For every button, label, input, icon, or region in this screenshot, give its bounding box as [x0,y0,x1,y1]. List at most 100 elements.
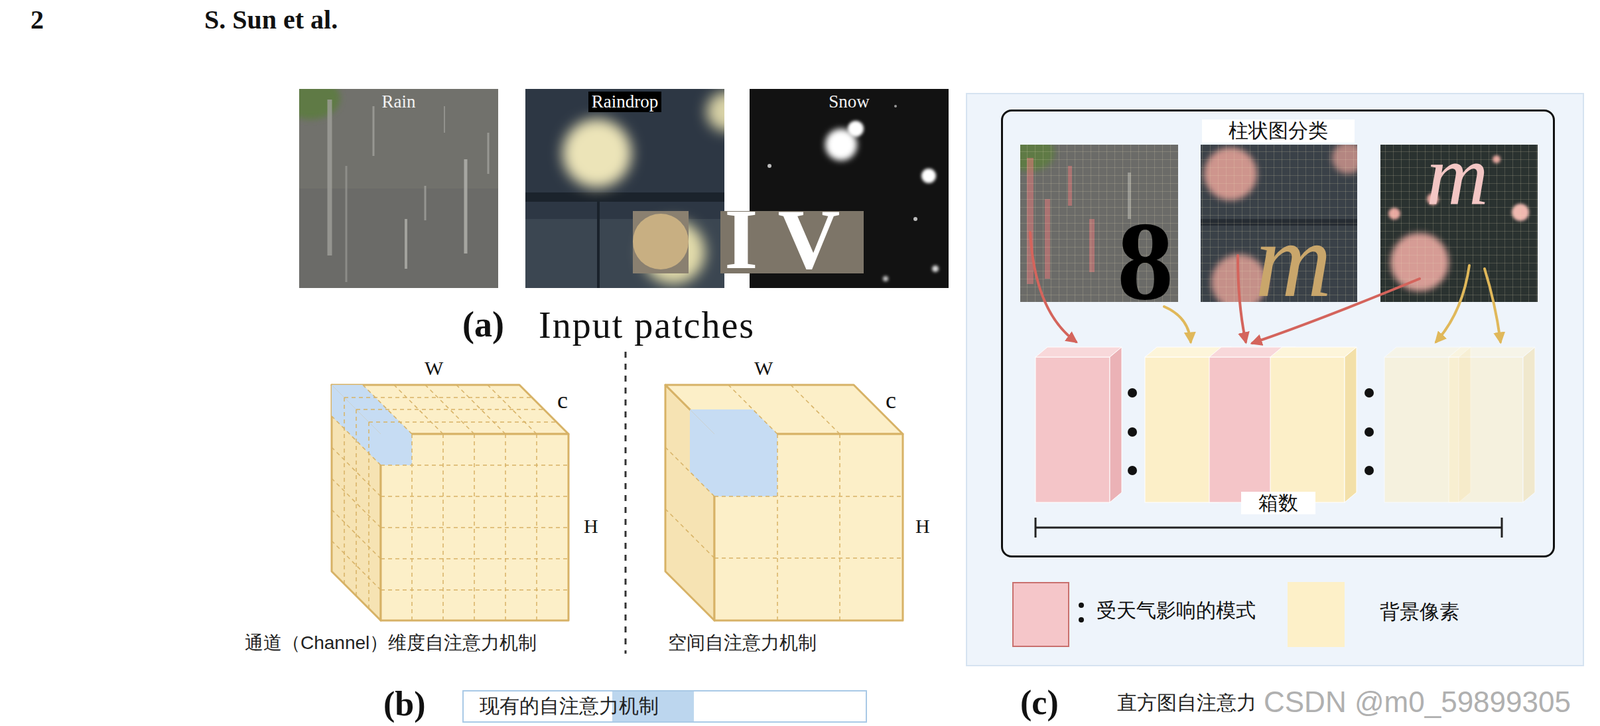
node-heading: 现有的自注意力机制 [479,694,659,718]
rain-patch-image [487,132,490,174]
axis-label: c [557,388,568,412]
background-bin [1270,356,1345,503]
node-text: 箱数 [1241,491,1316,515]
spatial-attention-cube [714,496,903,558]
channel-attention-cube [331,384,569,621]
channel-attention-cube [380,465,569,590]
background-bin [1448,346,1535,503]
rain-patch-image [404,218,408,269]
overlay-glyph: IV [724,195,860,282]
node-heading: 柱状图分类 [1201,119,1355,143]
legend-marker-dots [1078,602,1084,608]
snow-patch-image [921,168,936,184]
running-head: S. Sun et al. [204,6,338,34]
rain-patch-image [327,99,333,256]
overlay-glyph: 8 [1117,204,1174,318]
assignment-arrows [1237,255,1246,342]
raindrop-patch-image [525,88,725,288]
node-heading: Raindrop [588,91,663,113]
rain-patch-image [299,88,341,120]
caption-box: 现有的自注意力机制 [462,689,867,723]
panel-divider [624,351,627,654]
channel-attention-cube [331,384,569,621]
axis-label: c [885,388,897,412]
raindrop-patch-image [525,88,725,288]
snow-patch-image [882,275,889,282]
rain-patch-image [345,165,348,282]
ellipsis-dots [1127,465,1137,475]
snow-patch-image [913,216,918,221]
ellipsis-dots [1127,388,1374,475]
background-bin [1523,346,1535,503]
panel-letter: (b) [383,686,426,722]
ellipsis-dots [1127,427,1137,437]
legend-swatch [1287,581,1345,647]
raindrop-patch-image [525,192,725,202]
input-patch: Raindrop [525,88,725,288]
legend-marker-dots [1078,616,1084,623]
background-bin [1448,346,1535,357]
rain-patch-image [443,106,446,133]
background-bin [1270,346,1357,357]
rain-patch-image [372,106,375,156]
spatial-attention-cube [665,384,903,621]
raindrop-patch-image [597,192,600,288]
overlay-glyph: m [1426,132,1489,219]
histogram-panel [966,93,1584,666]
sub-caption: 通道（Channel）维度自注意力机制 [244,633,537,653]
ellipsis-dots [1364,427,1374,437]
assignment-arrows [1030,232,1076,342]
sub-caption: 空间自注意力机制 [667,633,817,653]
snow-patch-image [767,163,772,168]
caption-box-fill [462,689,867,723]
weather-bin [1035,356,1110,503]
axis-label: H [915,516,931,536]
node-heading: Rain [382,91,416,113]
snow-patch-image [932,265,939,272]
spatial-attention-cube [689,409,715,497]
node-heading: Snow [828,91,870,113]
panel-letter: (a) [462,306,505,343]
ellipsis-dots [1364,388,1374,398]
overlay-artefact [632,213,689,270]
assignment-arrows [1484,268,1501,342]
spatial-attention-cube [714,433,778,497]
panel-caption: Input patches [538,306,755,344]
background-bin [1344,346,1357,503]
spatial-attention-cube [728,384,840,434]
panel-caption: 直方图自注意力 [1117,692,1257,713]
rain-patch-image [424,185,427,221]
histogram-bins [1035,346,1535,503]
raindrop-patch-image [525,218,725,288]
spatial-attention-cube [665,384,903,621]
axis-label: H [583,516,599,536]
weather-bin [1035,346,1122,357]
legend-text: 受天气影响的模式 [1096,599,1256,623]
legend-marker-dots [1078,602,1084,623]
axis-label: W [424,358,444,379]
axis-label: W [754,358,773,379]
snow-patch-image [894,104,897,108]
panel-letter: (c) [1020,685,1059,720]
snow-patch-image [847,120,864,137]
input-patch: Rain [299,88,499,288]
background-bin [1270,346,1357,503]
channel-attention-cube [380,433,412,466]
channel-attention-cube [380,433,569,621]
bin-count-bracket [1035,517,1502,538]
overlay-artefact [632,210,689,274]
background-bin [1448,356,1524,503]
weather-bin [1035,346,1122,503]
background-bin [1144,356,1220,503]
ellipsis-dots [1364,465,1374,475]
caption-box-fill [462,689,867,723]
spatial-attention-cube [714,433,903,621]
legend-swatch [1012,581,1070,647]
rain-patch-image [464,159,468,254]
weather-bin [1109,346,1122,503]
ellipsis-dots [1127,388,1137,398]
assignment-arrows [1436,265,1470,342]
